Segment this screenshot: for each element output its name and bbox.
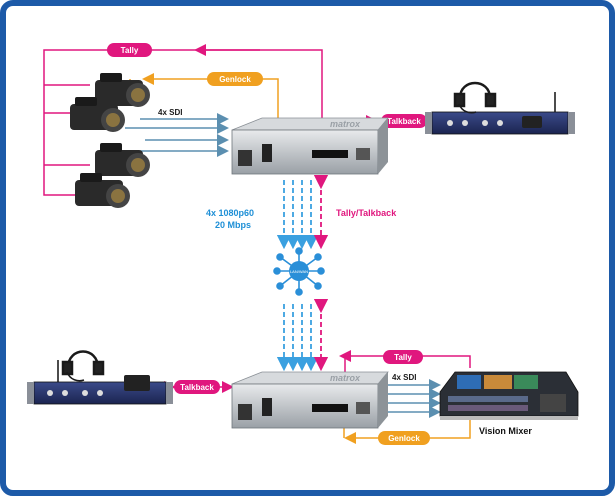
network-hub-label: LAN/WAN <box>290 269 308 274</box>
sdi-top-label: 4x SDI <box>158 108 182 117</box>
talkback-top-pill: Talkback <box>381 114 427 128</box>
vision-mixer-device <box>439 371 579 420</box>
talkback-top-label: Talkback <box>387 117 421 126</box>
network-hub-icon <box>273 247 325 296</box>
genlock-top-label: Genlock <box>219 75 251 84</box>
tally-bottom-pill: Tally <box>383 350 423 364</box>
genlock-top-pill: Genlock <box>207 72 263 86</box>
camera-icon <box>95 73 150 107</box>
camera-icon <box>95 143 150 177</box>
stream-arrows-bottom <box>276 304 319 372</box>
intercom-panel <box>27 360 173 405</box>
camera-icon <box>70 97 125 132</box>
talkback-bottom-pill: Talkback <box>174 380 220 394</box>
camera-icon <box>75 173 130 208</box>
stream-bitrate-label: 20 Mbps <box>215 220 251 230</box>
sdi-bottom-label: 4x SDI <box>392 373 416 382</box>
encoder-brand-label: matrox <box>330 119 361 129</box>
encoder-device: matrox <box>231 117 389 175</box>
talkback-bottom-label: Talkback <box>180 383 214 392</box>
tally-bottom-label: Tally <box>394 353 412 362</box>
genlock-bottom-label: Genlock <box>388 434 420 443</box>
genlock-bottom-pill: Genlock <box>378 431 430 445</box>
intercom-panel <box>425 92 575 135</box>
vision-mixer-label: Vision Mixer <box>479 426 532 436</box>
tally-top-line <box>43 44 323 196</box>
stream-arrows-top <box>276 180 319 250</box>
decoder-brand-label: matrox <box>330 373 361 383</box>
tally-top-label: Tally <box>121 46 139 55</box>
sdi-top-lines <box>125 113 229 157</box>
headset-icon <box>453 81 497 114</box>
tally-talkback-label: Tally/Talkback <box>336 208 397 218</box>
headset-icon <box>61 350 105 382</box>
decoder-device: matrox <box>231 371 389 429</box>
stream-rate-label: 4x 1080p60 <box>206 208 254 218</box>
tally-top-pill: Tally <box>107 43 152 57</box>
